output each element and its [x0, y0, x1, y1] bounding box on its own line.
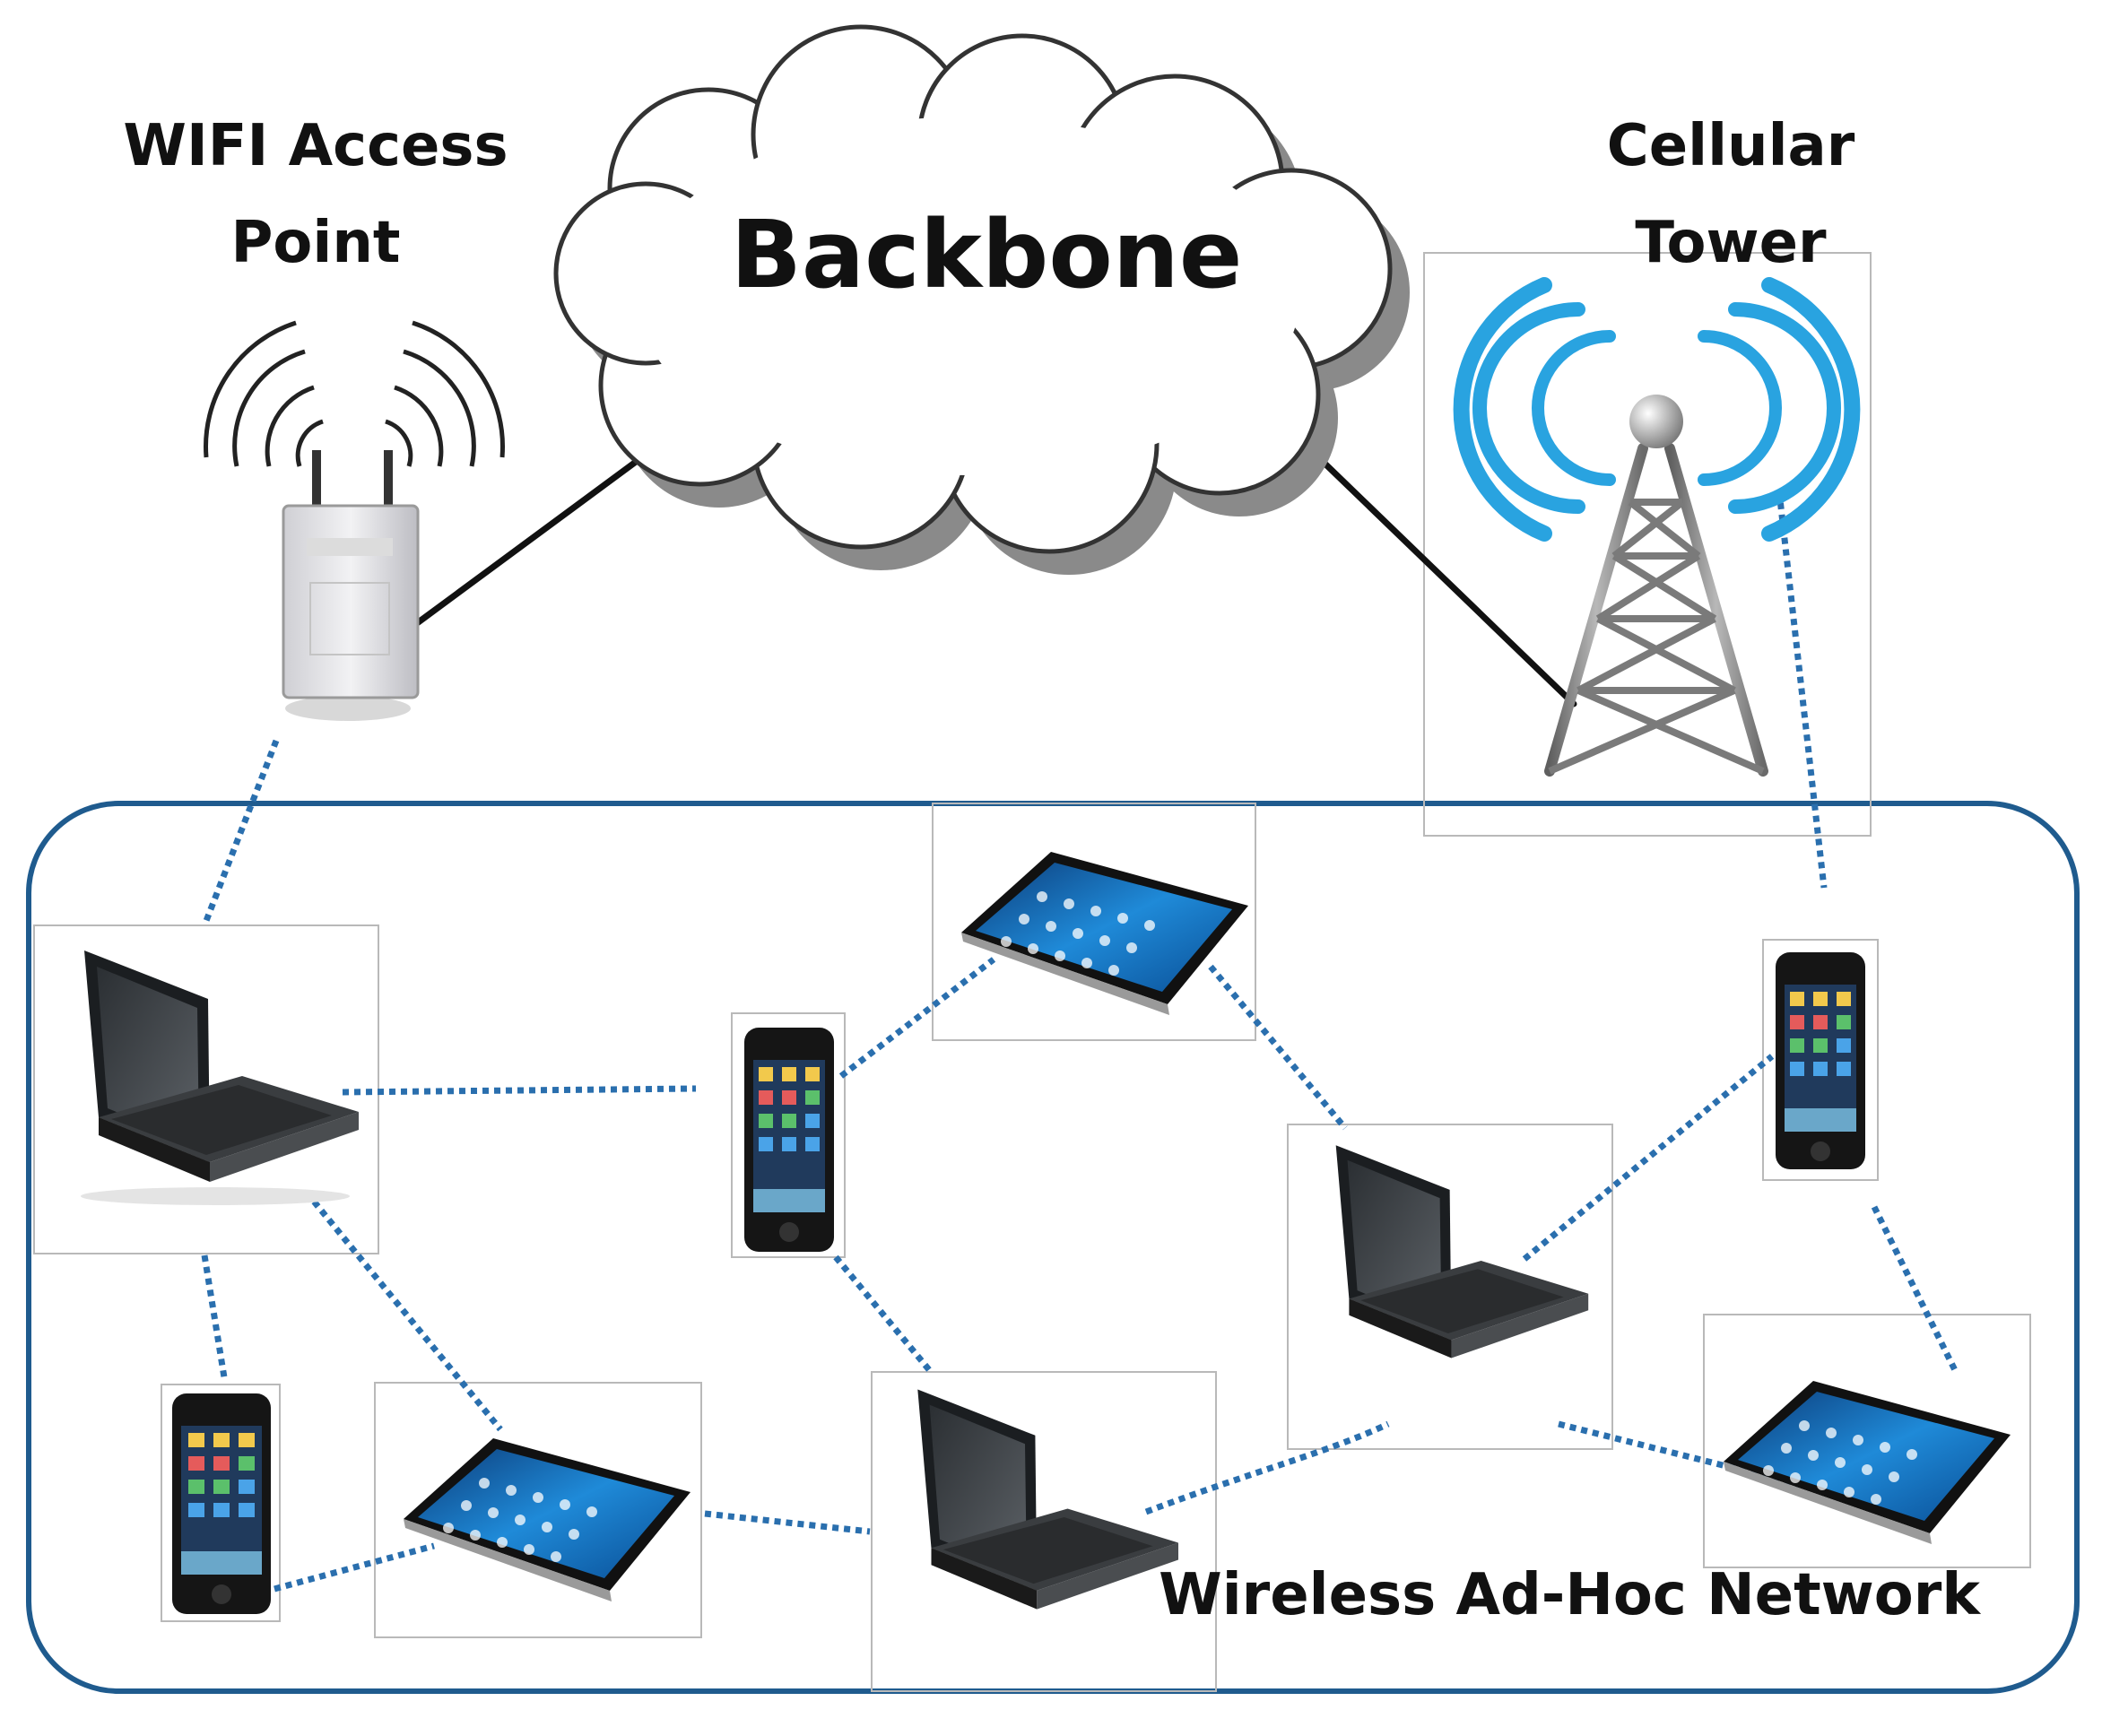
wireless-link-phone-right-tablet-br — [1871, 1205, 1959, 1372]
frame-tablet-top-center — [932, 803, 1256, 1041]
wifi-access-point-icon — [204, 320, 505, 721]
cellular-label-line1: Cellular — [1607, 113, 1855, 179]
backbone-cloud — [553, 24, 1410, 575]
wireless-link-laptop-left-phone-center — [342, 1085, 697, 1096]
frame-laptop-right — [1287, 1124, 1613, 1450]
tablet-icon — [961, 852, 1248, 1015]
tablet-icon — [404, 1438, 691, 1601]
wireless-link-laptop-bc-laptop-right — [1144, 1420, 1390, 1515]
adhoc-network-label: Wireless Ad-Hoc Network — [1159, 1562, 1981, 1628]
wireless-link-tablet-laptop-right — [1208, 964, 1348, 1131]
cellular-tower-icon — [1453, 277, 1861, 777]
wireless-link-ap-laptop-left — [201, 739, 280, 927]
frame-phone-center — [731, 1012, 846, 1258]
wired-link-backbone-tower — [1310, 449, 1577, 707]
device-frames — [33, 803, 2031, 1692]
backbone-label: Backbone — [731, 200, 1243, 309]
wireless-link-phone-center-tablet — [838, 957, 996, 1079]
wifi-label-line1: WIFI Access — [123, 113, 508, 179]
phone-icon — [744, 1028, 834, 1252]
laptop-icon — [81, 950, 359, 1205]
wireless-link-laptop-left-phone-bl — [201, 1254, 228, 1378]
laptop-icon — [1335, 1145, 1589, 1358]
wireless-link-tower-phone-right — [1776, 490, 1828, 889]
wifi-label-line2: Point — [231, 210, 401, 276]
wireless-link-laptop-right-phone-right — [1522, 1054, 1775, 1262]
wireless-link-phone-center-laptop-bc — [833, 1254, 934, 1375]
cellular-tower-frame — [1423, 252, 1872, 837]
laptop-icon — [917, 1389, 1178, 1610]
tablet-icon — [1724, 1381, 2011, 1544]
frame-phone-right — [1762, 939, 1879, 1181]
frame-phone-bottom-left — [161, 1384, 281, 1622]
phone-icon — [172, 1393, 271, 1614]
phone-icon — [1776, 952, 1865, 1169]
wireless-links — [201, 490, 1959, 1593]
cellular-label-line2: Tower — [1635, 210, 1827, 276]
frame-tablet-bottom-right — [1703, 1314, 2031, 1568]
wireless-link-tablet-bl-laptop-bc — [704, 1510, 871, 1535]
frame-laptop-bottom-center — [871, 1371, 1217, 1692]
wireless-link-laptop-left-tablet-bl — [304, 1190, 503, 1432]
wireless-link-phone-bl-tablet-bl — [274, 1542, 435, 1593]
frame-tablet-bottom-left — [374, 1382, 702, 1638]
